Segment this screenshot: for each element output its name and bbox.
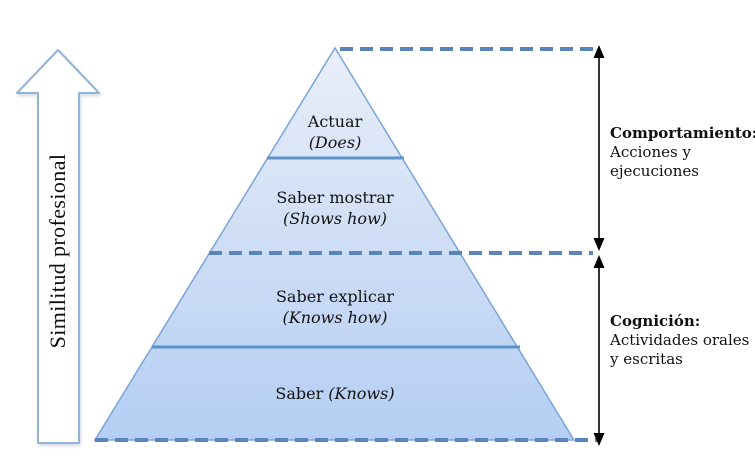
pyramid-level-saber-mostrar: Saber mostrar (Shows how) [276,187,393,229]
pyramid-shape [93,46,576,441]
behavior-annotation-title: Comportamiento: [610,124,755,142]
level-translation: (Knows how) [282,308,388,327]
cognition-extent-arrow [593,255,605,446]
level-label: Saber mostrar [276,188,394,207]
level-label: Actuar [307,112,363,131]
pyramid-level-actuar: Actuar (Does) [308,111,362,153]
behavior-annotation: Comportamiento: Acciones y ejecuciones [610,124,755,181]
behavior-extent-arrow [593,45,605,251]
level-translation: (Knows) [328,384,395,403]
cognition-annotation: Cognición: Actividades orales y escritas [610,312,749,369]
behavior-annotation-line: ejecuciones [610,162,699,180]
level-translation: (Does) [308,133,362,152]
level-translation: (Shows how) [282,209,388,228]
cognition-annotation-title: Cognición: [610,312,701,330]
cognition-annotation-line: Actividades orales [610,331,750,349]
pyramid-level-saber-explicar: Saber explicar (Knows how) [276,286,394,328]
similarity-axis-label: Similitud profesional [45,153,70,349]
cognition-annotation-line: y escritas [610,350,683,368]
level-label: Saber explicar [275,287,395,306]
level-label: Saber [275,384,324,403]
behavior-annotation-line: Acciones y [610,143,691,161]
pyramid-level-saber: Saber(Knows) [275,383,394,404]
similarity-up-arrow [16,49,100,444]
